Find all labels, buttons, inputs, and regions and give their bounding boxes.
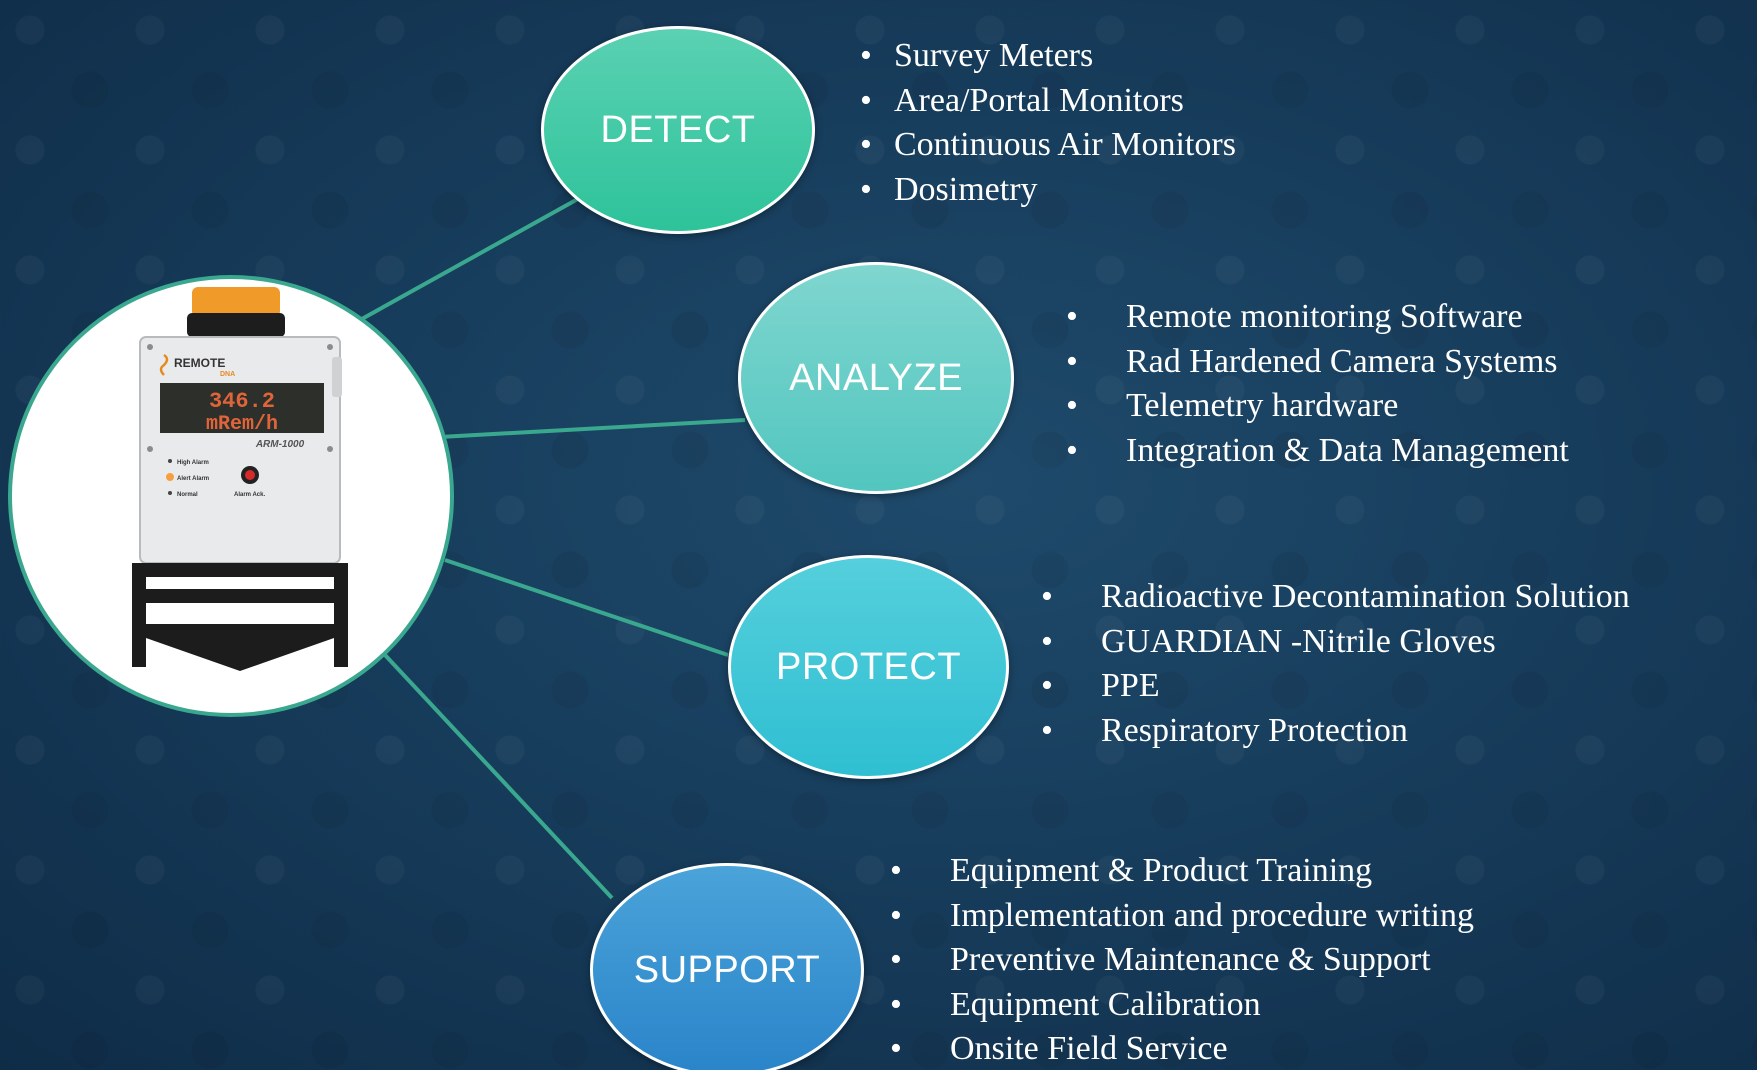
device-photo: REMOTE DNA 346.2 mRem/h ARM-1000 High Al… [8,275,454,717]
detect-item-list: •Survey Meters •Area/Portal Monitors •Co… [860,34,1236,212]
node-analyze-label: ANALYZE [789,356,963,399]
connector-protect [444,558,729,657]
svg-text:High Alarm: High Alarm [177,460,209,466]
list-item: •Telemetry hardware [1066,387,1399,424]
list-item: •Remote monitoring Software [1066,298,1523,335]
connector-detect [359,193,586,322]
analyze-item-list: •Remote monitoring Software •Rad Hardene… [1066,295,1569,473]
list-item: •Onsite Field Service [890,1030,1228,1067]
node-protect: PROTECT [728,555,1009,779]
list-item: •Survey Meters [860,37,1094,74]
svg-text:Alarm Ack.: Alarm Ack. [234,492,265,498]
node-support-label: SUPPORT [633,948,821,991]
beacon-light [192,287,280,317]
list-item: •Dosimetry [860,170,1038,208]
stand-top [132,563,348,577]
enclosure [139,336,341,564]
list-item: •Preventive Maintenance & Support [890,941,1431,978]
brand-logo: REMOTE DNA [159,353,235,378]
protect-item-list: •Radioactive Decontamination Solution •G… [1041,575,1630,753]
node-protect-label: PROTECT [775,645,962,688]
list-item: •Rad Hardened Camera Systems [1066,342,1558,380]
node-detect: DETECT [541,26,815,234]
list-item: •Radioactive Decontamination Solution [1041,578,1630,615]
led-display [160,383,324,433]
list-item: •Area/Portal Monitors [860,81,1184,119]
radiation-monitor-illustration: REMOTE DNA 346.2 mRem/h ARM-1000 High Al… [132,287,348,671]
list-item: •Integration & Data Management [1066,431,1569,469]
node-detect-label: DETECT [600,108,756,151]
node-support: SUPPORT [590,863,864,1070]
list-item: •Equipment Calibration [890,985,1261,1023]
list-item: •Continuous Air Monitors [860,126,1236,163]
svg-text:Alert Alarm: Alert Alarm [177,476,209,482]
list-item: •GUARDIAN -Nitrile Gloves [1041,622,1496,660]
support-item-list: •Equipment & Product Training •Implement… [890,849,1474,1070]
svg-text:Normal: Normal [177,492,198,498]
list-item: •Implementation and procedure writing [890,896,1474,934]
connector-support [383,653,614,900]
beacon-base [187,313,285,337]
display-unit: mRem/h [206,413,278,436]
list-item: •PPE [1041,667,1160,704]
display-value: 346.2 [209,389,275,414]
list-item: •Equipment & Product Training [890,852,1373,889]
connector-analyze [439,418,746,439]
list-item: •Respiratory Protection [1041,711,1408,749]
model-label: ARM-1000 [255,439,305,450]
svg-text:DNA: DNA [220,371,235,378]
node-analyze: ANALYZE [738,262,1014,494]
svg-text:REMOTE: REMOTE [174,356,225,370]
